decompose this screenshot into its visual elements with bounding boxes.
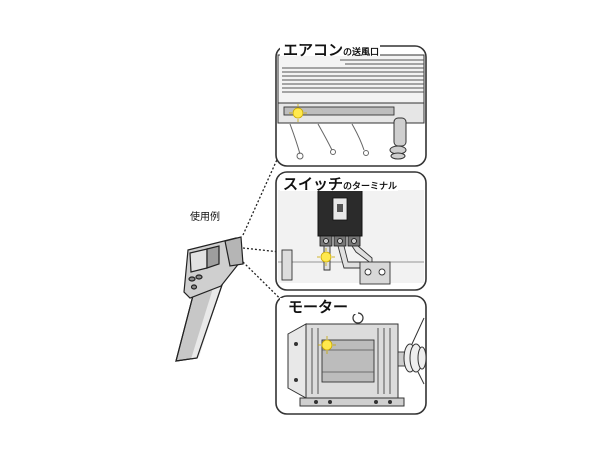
motor-end-cap (287, 323, 307, 399)
panel-motor-title: モーター (288, 298, 348, 316)
aircon-grille (282, 59, 424, 93)
panel-motor-title-main: モーター (288, 298, 348, 316)
motor-eye-bolt (352, 312, 364, 324)
mounting-rail (281, 249, 293, 281)
motor-body (305, 323, 399, 399)
panel-aircon: エアコンの送風口 (275, 41, 427, 167)
panel-aircon-title-bg (280, 42, 380, 56)
motor-pulley (403, 343, 427, 373)
aircon-measurement-spot (289, 104, 307, 122)
motor-base (299, 397, 405, 407)
usage-example-label: 使用例 (190, 210, 220, 223)
panel-switch-title-main: スイッチ (283, 175, 343, 193)
switch-terminals (319, 235, 361, 247)
panel-switch: スイッチのターミナル (275, 171, 427, 291)
motor-measurement-spot (318, 336, 336, 354)
aircon-drain-pipe (389, 117, 407, 160)
aircon-vent (283, 106, 395, 116)
infrared-thermometer (175, 236, 244, 362)
panel-motor-title-bg (280, 298, 358, 314)
panel-switch-title-sub: のターミナル (343, 180, 397, 192)
panel-aircon-title-main: エアコン (283, 41, 343, 59)
motor-fins (311, 328, 391, 394)
terminal-block (359, 261, 391, 285)
panel-switch-title-bg (280, 175, 398, 191)
switch-measurement-spot (317, 248, 335, 266)
panel-motor: モーター (275, 295, 427, 415)
panel-aircon-title-sub: の送風口 (343, 46, 379, 58)
panel-switch-title: スイッチのターミナル (283, 175, 397, 193)
airflow-lines (289, 123, 369, 160)
panel-aircon-title: エアコンの送風口 (283, 41, 379, 59)
